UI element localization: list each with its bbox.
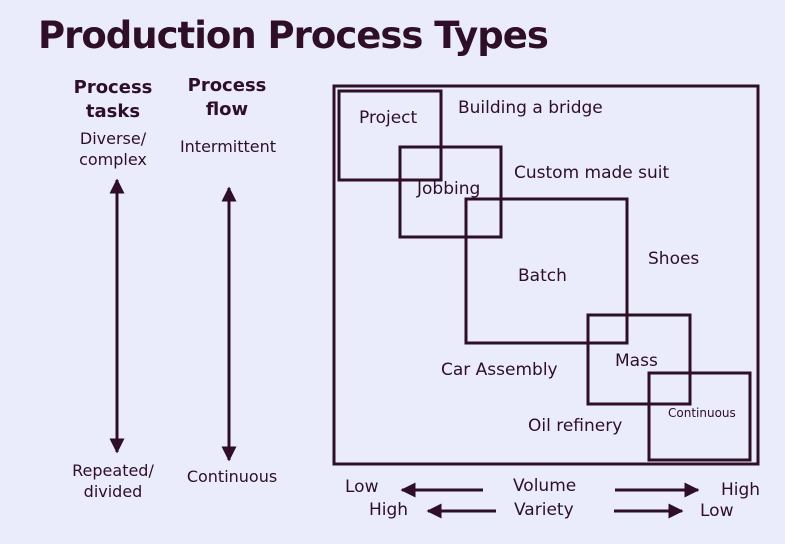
jobbing-example: Custom made suit (514, 163, 670, 183)
label-line: divided (83, 482, 143, 501)
jobbing-box (398, 145, 503, 239)
mass-example: Car Assembly (441, 360, 558, 380)
header-line: flow (205, 99, 249, 120)
label-line: Repeated/ (72, 461, 154, 480)
jobbing-label: Jobbing (417, 179, 481, 199)
tasks-top-label: Diverse/ complex (66, 128, 160, 170)
header-line: tasks (85, 101, 141, 122)
mass-label: Mass (615, 351, 658, 371)
project-example: Building a bridge (458, 98, 603, 118)
label-line: complex (79, 150, 147, 169)
continuous-label: Continuous (668, 406, 736, 420)
batch-label: Batch (518, 266, 567, 286)
volume-right-label: High (721, 480, 761, 500)
variety-left-label: High (369, 500, 409, 520)
project-label: Project (359, 108, 418, 128)
variety-right-label: Low (700, 501, 734, 521)
mass-box (586, 313, 692, 406)
flow-top-label: Intermittent (179, 137, 277, 156)
header-line: Process (187, 75, 267, 96)
project-box (337, 89, 443, 182)
continuous-box (647, 371, 752, 462)
flow-bottom-label: Continuous (186, 467, 278, 486)
tasks-bottom-label: Repeated/ divided (66, 460, 160, 502)
volume-left-label: Low (345, 477, 379, 497)
process-flow-header: Process flow (180, 74, 274, 122)
label-line: Diverse/ (79, 129, 147, 148)
header-line: Process (73, 77, 153, 98)
page-title: Production Process Types (38, 14, 549, 57)
volume-label: Volume (513, 476, 577, 496)
outer-frame (332, 84, 760, 466)
batch-box (464, 197, 629, 345)
process-tasks-header: Process tasks (66, 76, 160, 124)
continuous-example: Oil refinery (528, 416, 623, 436)
variety-label: Variety (514, 500, 574, 520)
batch-example: Shoes (648, 249, 700, 269)
